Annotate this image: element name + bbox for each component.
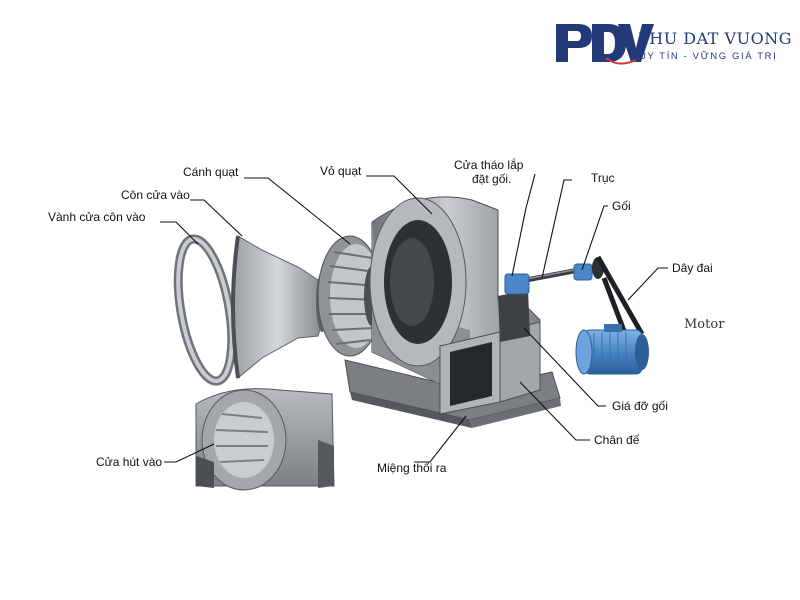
brand-logo: PHU DAT VUONG UY TÍN - VỮNG GIÁ TRỊ — [556, 24, 792, 65]
pdv-logo-mark-icon — [556, 24, 654, 65]
label-cua-hut-vao: Cửa hút vào — [96, 455, 162, 469]
part-labels: Cánh quạt Côn cửa vào Vành cửa côn vào V… — [48, 157, 725, 475]
drive-assembly-illustration — [498, 255, 649, 375]
fan-housing-illustration — [344, 196, 561, 428]
label-vo-quat: Vỏ quạt — [320, 164, 362, 178]
motor-body — [575, 324, 649, 375]
label-mieng-thoi-ra: Miệng thổi ra — [377, 461, 447, 475]
label-con-cua-vao: Côn cửa vào — [121, 188, 190, 202]
label-truc: Trục — [591, 171, 615, 185]
impeller-illustration — [317, 235, 383, 357]
label-cua-thao-lap-line2: đặt gối. — [472, 172, 511, 186]
label-motor: Motor — [684, 317, 725, 332]
label-cua-thao-lap-line1: Cửa tháo lắp — [454, 157, 524, 172]
label-canh-quat: Cánh quạt — [183, 165, 239, 179]
inlet-cone-illustration — [231, 235, 328, 379]
label-day-dai: Dây đai — [672, 261, 713, 275]
label-gia-do-goi: Giá đỡ gối — [612, 399, 668, 413]
brand-tagline: UY TÍN - VỮNG GIÁ TRỊ — [639, 51, 777, 62]
leader-lines — [160, 173, 668, 463]
inlet-detail-inset — [192, 386, 344, 491]
label-chan-de: Chân đế — [594, 433, 640, 447]
inlet-ring-illustration — [173, 234, 237, 386]
label-vanh-cua-con-vao: Vành cửa côn vào — [48, 210, 146, 224]
label-goi: Gối — [612, 199, 631, 213]
brand-name: PHU DAT VUONG — [638, 29, 792, 48]
